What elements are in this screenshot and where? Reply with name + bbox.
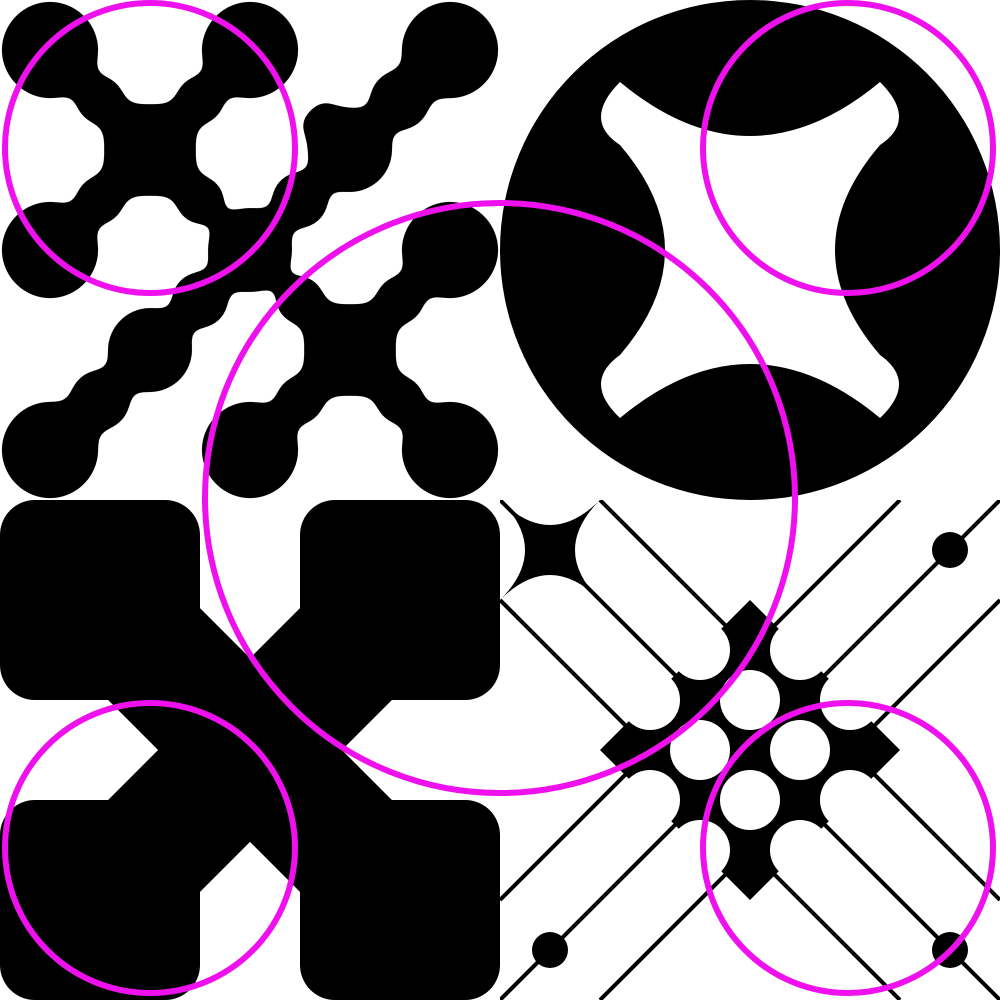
ring-bottom-left	[2, 700, 298, 996]
dot	[202, 402, 298, 498]
node	[105, 105, 195, 195]
link	[276, 276, 324, 324]
link	[172, 272, 228, 328]
link	[70, 370, 130, 430]
link	[272, 172, 328, 228]
link	[108, 308, 192, 392]
tile-top-right	[500, 0, 1000, 500]
corner-pad	[300, 500, 500, 700]
dot	[2, 402, 98, 498]
link	[370, 70, 430, 130]
dot	[402, 202, 498, 298]
ring-top-right	[700, 0, 996, 296]
corner-pad	[0, 500, 200, 700]
link	[176, 176, 224, 224]
link	[276, 376, 324, 424]
corner-pad	[0, 800, 200, 1000]
dot	[402, 2, 498, 98]
link	[308, 108, 392, 192]
ring-top-left	[2, 0, 298, 296]
link	[176, 76, 224, 124]
ring-center	[202, 200, 798, 796]
corner-pad	[300, 800, 500, 1000]
link	[376, 276, 424, 324]
link	[76, 176, 124, 224]
diamond-base	[600, 600, 900, 900]
lattice-circles	[620, 620, 880, 880]
link	[76, 76, 124, 124]
star-cutout	[601, 82, 899, 418]
dot	[402, 402, 498, 498]
ring-bottom-right	[700, 700, 996, 996]
link	[376, 376, 424, 424]
node	[305, 305, 395, 395]
